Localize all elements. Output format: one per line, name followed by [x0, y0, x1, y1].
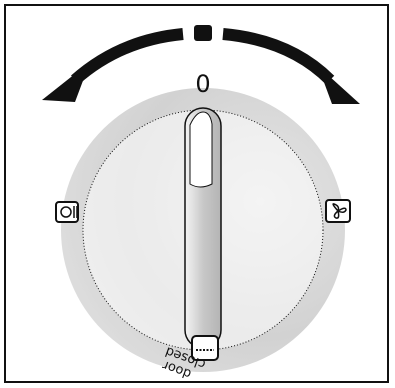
knob-handle[interactable]	[184, 107, 222, 349]
square-indicator-icon	[194, 25, 212, 41]
grill-icon	[191, 335, 219, 361]
counterclockwise-arrow-icon	[42, 28, 184, 102]
zero-position-label: 0	[195, 70, 210, 98]
top-bottom-heat-icon	[55, 201, 79, 223]
clockwise-arrow-icon	[222, 28, 360, 104]
fan-icon	[325, 199, 351, 223]
